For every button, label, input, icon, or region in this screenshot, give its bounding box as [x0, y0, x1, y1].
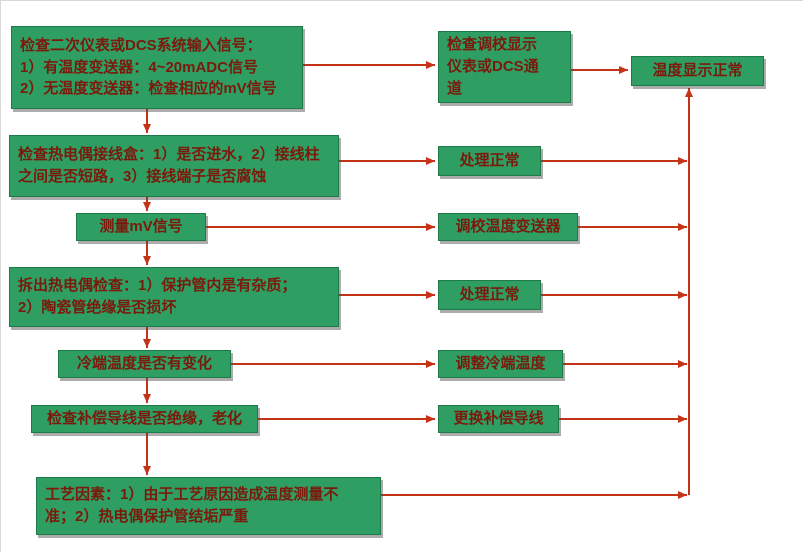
node-check-display-channel: 检查调校显示 仪表或DCS通 道: [438, 31, 571, 103]
node-measure-mv-signal: 测量mV信号: [76, 213, 206, 241]
node-handle-normal-2: 处理正常: [438, 280, 541, 310]
node-replace-compensation-wire: 更换补偿导线: [438, 405, 559, 433]
node-check-junction-box: 检查热电偶接线盒：1）是否进水，2）接线柱 之间是否短路，3）接线端子是否腐蚀: [9, 135, 339, 197]
node-cold-end-temp-change: 冷端温度是否有变化: [58, 350, 231, 378]
node-check-input-signal: 检查二次仪表或DCS系统输入信号： 1）有温度变送器：4~20mADC信号 2）…: [11, 26, 303, 109]
node-adjust-cold-end-temp: 调整冷端温度: [438, 350, 563, 378]
node-temp-display-normal: 温度显示正常: [631, 56, 764, 86]
node-remove-thermocouple-check: 拆出热电偶检查：1）保护管内是有杂质； 2）陶瓷管绝缘是否损坏: [9, 267, 339, 327]
node-calibrate-transmitter: 调校温度变送器: [438, 213, 578, 241]
node-process-factors: 工艺因素：1）由于工艺原因造成温度测量不 准；2）热电偶保护管结垢严重: [36, 477, 381, 535]
node-check-compensation-wire: 检查补偿导线是否绝缘，老化: [31, 405, 258, 433]
node-handle-normal-1: 处理正常: [438, 146, 541, 176]
